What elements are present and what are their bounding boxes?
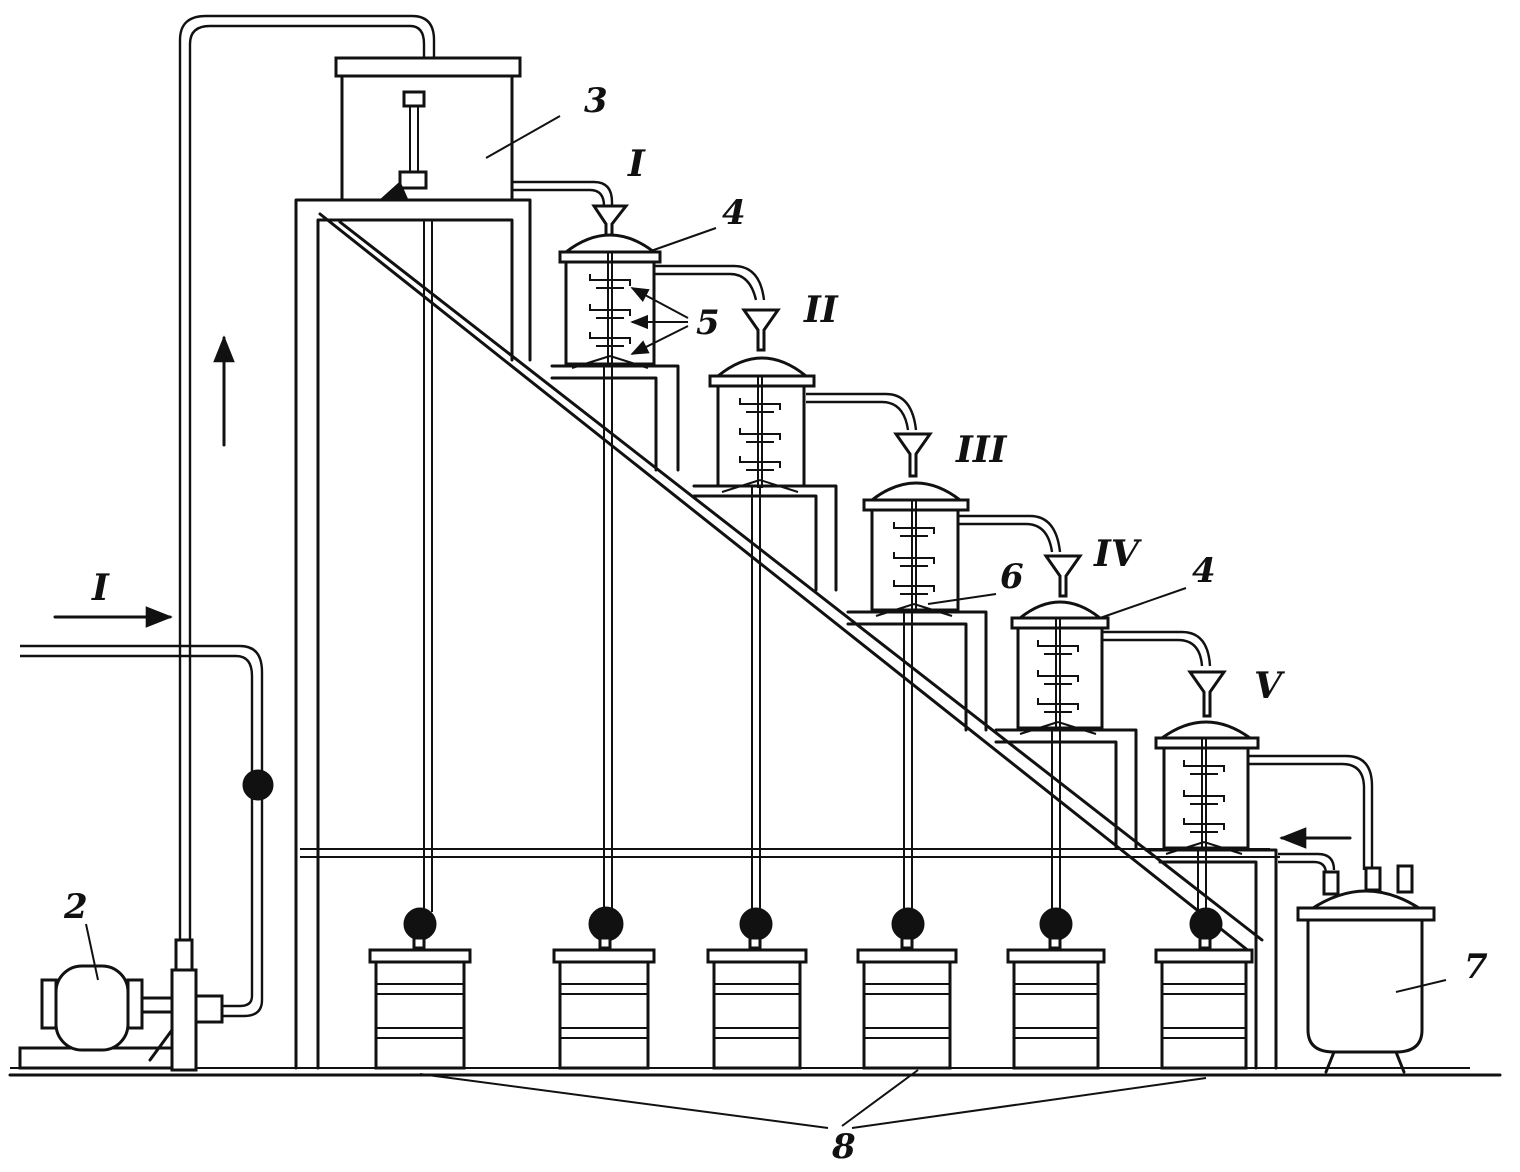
reactor-stage-V <box>1144 670 1278 1070</box>
inlet-pipe <box>20 644 264 1018</box>
collector-vessel <box>1296 864 1436 1074</box>
drum-leaders <box>419 1069 1207 1129</box>
head-tank <box>334 56 522 202</box>
stage-label-IV: IV <box>1093 533 1142 575</box>
drum <box>1154 948 1254 1070</box>
reactor-stage-II <box>692 308 838 912</box>
label-pump: 2 <box>63 887 88 927</box>
main-support-frame <box>294 198 1280 1070</box>
pipe-I-to-II <box>654 264 766 301</box>
label-reactor-lid: 4 <box>722 193 746 233</box>
reactor-stage-IV <box>994 554 1138 912</box>
label-stirrer: 5 <box>696 303 720 343</box>
diagonal-brace <box>318 212 1264 954</box>
drums <box>368 948 1254 1070</box>
pump <box>18 938 224 1072</box>
stirrer-leaders <box>630 287 689 355</box>
pipe-II-to-III <box>806 392 918 431</box>
drum <box>706 948 808 1070</box>
inlet-valve <box>242 769 274 801</box>
reactor-stage-III <box>846 432 988 912</box>
stage-label-III: III <box>955 429 1008 471</box>
reactor-stage-I <box>550 204 680 912</box>
label-inlet-stream: I <box>91 567 110 609</box>
stage-label-V: V <box>1254 665 1285 707</box>
stage-label-I: I <box>627 143 646 185</box>
label-head-tank: 3 <box>584 81 608 121</box>
drum-valves <box>403 906 1223 950</box>
label-reactor-lid-2: 4 <box>1192 551 1216 591</box>
label-drums: 8 <box>831 1127 856 1167</box>
stage-label-II: II <box>803 289 839 331</box>
drum <box>856 948 958 1070</box>
drum <box>552 948 656 1070</box>
label-collector: 7 <box>1464 947 1488 987</box>
pipe-III-to-IV <box>958 514 1062 553</box>
drum <box>368 948 472 1070</box>
label-agitator-bottom: 6 <box>1000 557 1024 597</box>
pipe-V-to-collector <box>1248 754 1374 870</box>
drum <box>1006 948 1106 1070</box>
pipe-IV-to-V <box>1102 630 1212 667</box>
riser-pipe <box>178 14 436 940</box>
